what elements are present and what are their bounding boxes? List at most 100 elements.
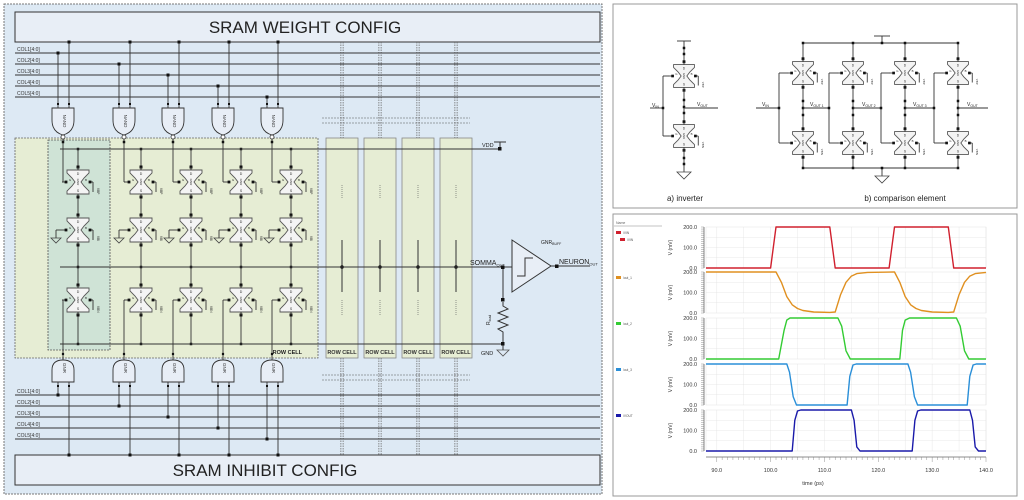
svg-text:G: G: [282, 296, 285, 300]
svg-text:S: S: [240, 189, 243, 193]
nand-gate: NAND: [51, 40, 75, 182]
svg-text:B: B: [810, 139, 812, 143]
node-label-vout1: VOUT 1: [810, 102, 824, 108]
ground-icon: [676, 171, 692, 180]
x-tick-label: 110.0: [818, 468, 831, 474]
y-axis-label: V (mV): [668, 284, 674, 300]
svg-text:D: D: [190, 172, 193, 176]
comparison-vin-label: VIN: [762, 102, 769, 108]
gnr-gate: GNR: [161, 300, 185, 457]
gnr-buffer-comparator: [511, 239, 552, 293]
svg-text:S: S: [77, 307, 80, 311]
x-axis-label: time (ps): [802, 481, 824, 487]
svg-text:B: B: [860, 139, 862, 143]
svg-text:G: G: [949, 69, 951, 73]
comparison-caption: b) comparison element: [864, 194, 946, 203]
svg-text:B: B: [965, 139, 967, 143]
y-axis-label: V (mV): [668, 330, 674, 346]
nand-gate: NAND: [161, 40, 185, 182]
svg-text:S: S: [290, 237, 293, 241]
svg-text:B: B: [198, 296, 200, 300]
svg-text:B: B: [148, 296, 150, 300]
svg-text:VBI: VBI: [159, 236, 163, 241]
inverter-vin-label: VIN: [652, 103, 659, 109]
svg-text:GNR: GNR: [956, 140, 960, 146]
svg-text:B: B: [85, 226, 87, 230]
svg-text:D: D: [240, 220, 243, 224]
row-cell-label: ROW CELL: [273, 350, 303, 356]
svg-text:G: G: [282, 226, 285, 230]
gnr-gate: GNR: [260, 300, 284, 457]
svg-text:NAND: NAND: [271, 115, 276, 129]
svg-text:VBP: VBP: [309, 188, 313, 194]
svg-text:G: G: [69, 178, 72, 182]
svg-text:VBP: VBP: [870, 79, 874, 85]
svg-text:GNR: GNR: [239, 227, 243, 235]
svg-text:GNR: GNR: [801, 140, 805, 146]
svg-text:S: S: [140, 237, 143, 241]
svg-text:D: D: [190, 220, 193, 224]
svg-text:GNR: GNR: [903, 70, 907, 76]
svg-text:VBP: VBP: [159, 188, 163, 194]
svg-text:S: S: [852, 150, 855, 154]
legend-swatch: [616, 276, 621, 279]
svg-text:GNR: GNR: [903, 140, 907, 146]
hysteresis-icon: [517, 257, 533, 277]
y-tick-label: 100.0: [683, 291, 697, 297]
svg-text:GNR: GNR: [172, 363, 177, 374]
legend-label: /out_2: [623, 322, 632, 326]
svg-text:VBP: VBP: [209, 188, 213, 194]
svg-text:G: G: [232, 178, 235, 182]
svg-text:VBP: VBP: [975, 79, 979, 85]
gnr-gate: GNR: [112, 300, 136, 457]
svg-text:GNR: GNR: [289, 179, 293, 187]
svg-text:S: S: [957, 80, 960, 84]
legend-label: /out_1: [623, 276, 632, 280]
svg-text:G: G: [132, 296, 135, 300]
y-axis-label: V (mV): [668, 376, 674, 392]
svg-text:NAND: NAND: [172, 115, 177, 129]
svg-text:VBN: VBN: [870, 149, 874, 155]
svg-text:B: B: [912, 69, 914, 73]
svg-text:GNR: GNR: [682, 133, 686, 139]
nand-gate: NAND: [112, 40, 136, 182]
svg-text:GNR: GNR: [271, 363, 276, 374]
svg-text:NAND: NAND: [222, 115, 227, 129]
svg-text:GNR: GNR: [289, 227, 293, 235]
inverter-vout-label: VOUT: [697, 102, 709, 108]
y-tick-label: 200.0: [683, 270, 697, 276]
svg-text:GNR: GNR: [76, 179, 80, 187]
y-tick-label: 0.0: [689, 311, 697, 317]
row-cell-label: ROW CELL: [327, 350, 357, 356]
svg-text:D: D: [290, 172, 293, 176]
svg-text:S: S: [683, 143, 686, 147]
svg-text:S: S: [904, 150, 907, 154]
svg-text:S: S: [240, 237, 243, 241]
inverter-caption: a) inverter: [667, 194, 703, 203]
col-bus-top: COL1[4:0]COL2[4:0]COL3[4:0]COL4[4:0]COL5…: [15, 47, 600, 381]
sram-inhibit-config-block: [14, 454, 601, 486]
svg-text:B: B: [691, 72, 693, 76]
gnr-buff-label: GNRBUFF: [541, 240, 561, 246]
svg-text:GNR: GNR: [239, 179, 243, 187]
y-axis-label: V (mV): [668, 422, 674, 438]
svg-text:D: D: [190, 290, 193, 294]
x-tick-label: 130.0: [925, 468, 939, 474]
svg-text:S: S: [140, 189, 143, 193]
svg-text:S: S: [802, 150, 805, 154]
top-right-frame: [612, 3, 1018, 209]
svg-text:S: S: [290, 307, 293, 311]
svg-text:D: D: [904, 63, 907, 67]
